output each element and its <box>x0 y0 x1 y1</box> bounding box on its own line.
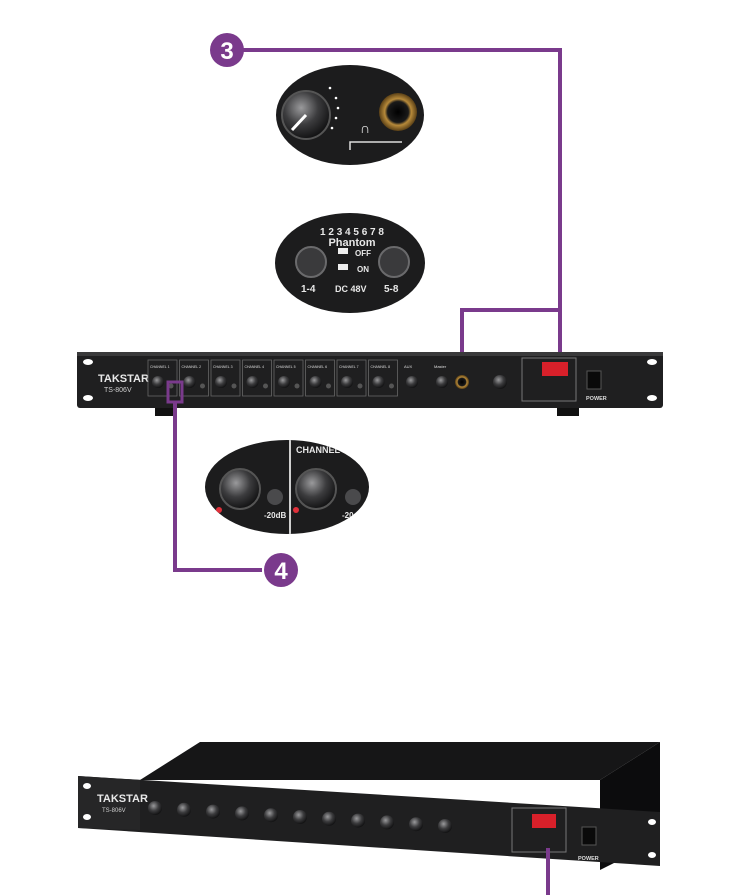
channel-gain-knob[interactable] <box>246 376 259 388</box>
channel-gain-knob[interactable] <box>215 376 227 388</box>
phantom-button-left <box>295 246 327 278</box>
device-power-switch <box>581 826 597 846</box>
channel-label: CHANNEL 8 <box>371 365 391 369</box>
channel-pad-button[interactable] <box>389 383 394 389</box>
section-knob[interactable] <box>436 376 448 388</box>
channel-strip <box>368 359 398 397</box>
device-brand: TAKSTAR <box>97 793 148 805</box>
device-knob <box>235 806 249 821</box>
device-3d-figure: TAKSTAR TS-806V POWER <box>78 742 660 895</box>
device-power-label: POWER <box>578 856 599 862</box>
section-knob[interactable] <box>406 376 418 388</box>
channel-pad-button[interactable] <box>326 383 331 389</box>
device-knob <box>351 813 365 828</box>
front-panel-figure: 3 ∩ 1 <box>77 33 663 587</box>
device-knob <box>206 804 220 819</box>
channel-label: CHANNEL 5 <box>276 365 296 369</box>
clip-led-right <box>293 507 299 513</box>
device-knob <box>293 810 307 824</box>
channel-gain-knob[interactable] <box>278 376 290 388</box>
phantom-voltage: DC 48V <box>335 284 367 294</box>
device-knob <box>380 815 394 830</box>
headphone-zoom: ∩ <box>276 65 424 165</box>
section-label: AUX <box>404 364 413 369</box>
channel-gain-knob[interactable] <box>341 376 353 388</box>
device-knob <box>322 811 336 826</box>
device-front <box>78 776 660 866</box>
callout-badge-4-number: 4 <box>274 558 288 585</box>
channel-label: CHANNEL 4 <box>245 365 265 369</box>
channel-strip <box>242 359 272 397</box>
device-knob <box>148 801 162 815</box>
panel-power-label: POWER <box>586 396 607 402</box>
panel-brand: TAKSTAR <box>98 373 149 385</box>
phantom-group-left: 1-4 <box>301 284 316 295</box>
phantom-on-label: ON <box>357 265 369 274</box>
headphone-icon: ∩ <box>360 120 370 136</box>
pad-button-right <box>345 489 361 505</box>
channel-strip <box>147 359 178 397</box>
channel-label: CHANNEL 3 <box>213 365 233 369</box>
gain-knob-right-icon <box>295 468 337 510</box>
pad-button-left <box>267 489 283 505</box>
power-switch <box>586 370 602 390</box>
section-label: Master <box>434 364 447 369</box>
device-channel-knobs <box>148 801 452 833</box>
phantom-zoom: 1 2 3 4 5 6 7 8 Phantom OFF ON 1-4 DC 48… <box>275 213 425 313</box>
dip-switch-block <box>542 362 568 376</box>
channel-label: CHANNEL 1 <box>150 365 170 369</box>
device-top-cover <box>140 742 660 780</box>
panel-channel-strips: CHANNEL 1 CHANNEL 2 CHANNEL 3 CHANNEL 4 CHAN… <box>147 359 448 397</box>
switch-on-icon <box>338 264 348 270</box>
channel-gain-knob[interactable] <box>152 376 164 388</box>
phantom-button-right <box>378 246 410 278</box>
device-knob <box>264 808 278 823</box>
channel-pad-button[interactable] <box>263 383 268 389</box>
phantom-title: Phantom <box>328 237 375 249</box>
channel-strip <box>336 359 367 397</box>
panel-headphone-jack <box>455 375 469 389</box>
channel-label: CHANNEL 2 <box>182 365 202 369</box>
device-model: TS-806V <box>102 808 126 814</box>
switch-off-icon <box>338 248 348 254</box>
panel-extra-knob <box>493 375 507 389</box>
channel-gain-knob[interactable] <box>309 376 322 388</box>
channel-pad-button[interactable] <box>357 383 363 389</box>
panel-model: TS-806V <box>104 387 132 394</box>
channel-strip <box>179 359 209 397</box>
channel-gain-knob[interactable] <box>183 376 196 388</box>
input-zoom-channel-label: CHANNEL <box>296 445 341 455</box>
input-callout-lines <box>166 380 262 572</box>
pad-label-right: -20 <box>342 511 354 520</box>
gain-knob-left-icon <box>219 468 261 510</box>
clip-led-left <box>216 507 222 513</box>
headphone-jack-icon <box>379 93 417 131</box>
channel-pad-button[interactable] <box>231 383 237 389</box>
callout-badge-4: 4 <box>264 553 298 587</box>
channel-pad-button[interactable] <box>294 383 300 389</box>
input-zoom: CHANNEL -20dB -20 <box>205 440 369 534</box>
device-knob <box>438 819 452 833</box>
channel-gain-knob[interactable] <box>372 376 385 388</box>
channel-strip <box>210 359 241 397</box>
callout-badge-3: 3 <box>210 33 244 67</box>
phantom-off-label: OFF <box>355 249 371 258</box>
phantom-group-right: 5-8 <box>384 284 399 295</box>
channel-label: CHANNEL 7 <box>339 365 359 369</box>
callout-badge-3-number: 3 <box>220 38 233 65</box>
device-knob <box>177 802 191 817</box>
channel-strip <box>305 359 335 397</box>
channel-pad-button[interactable] <box>200 383 205 389</box>
channel-label: CHANNEL 6 <box>308 365 328 369</box>
channel-strip <box>273 359 304 397</box>
pad-label-left: -20dB <box>264 511 286 520</box>
channel-pad-button[interactable] <box>168 383 174 389</box>
device-knob <box>409 817 423 832</box>
device-dip-switch <box>532 814 556 828</box>
phantom-channel-numbers: 1 2 3 4 5 6 7 8 <box>320 227 384 238</box>
